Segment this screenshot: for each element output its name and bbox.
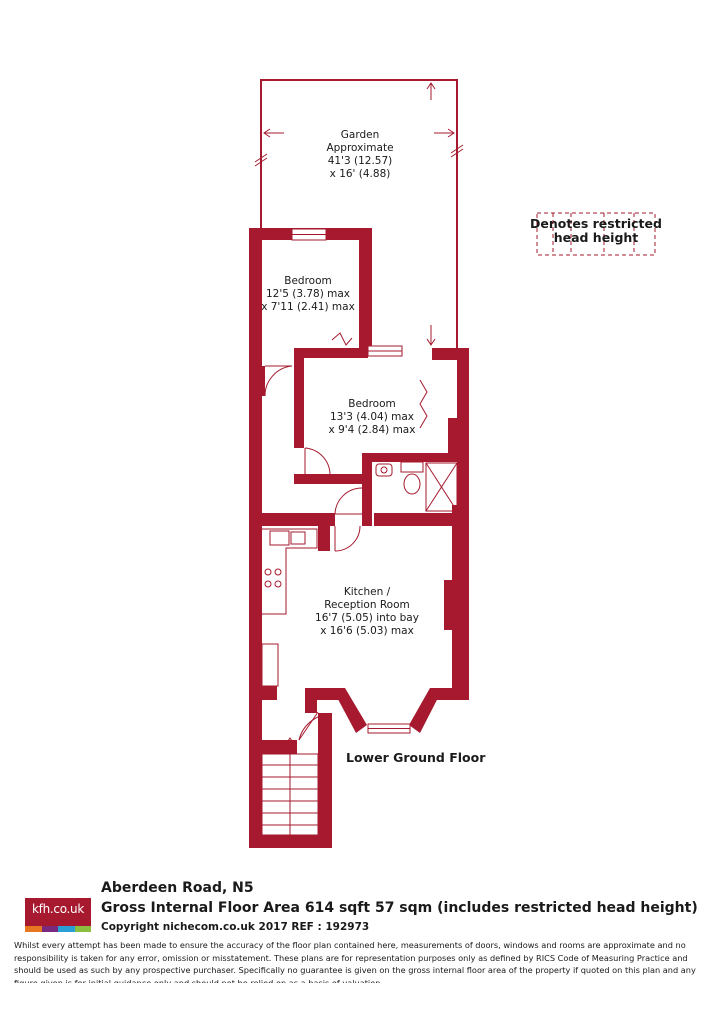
restricted-height-legend-label: Denotes restricted head height [530,216,662,245]
property-address: Aberdeen Road, N5 [101,880,254,896]
logo-strip-purple [41,926,58,932]
floor-area-summary: Gross Internal Floor Area 614 sqft 57 sq… [101,900,698,916]
bedroom-1-dim-2: x 7'11 (2.41) max [261,301,355,313]
restricted-height-legend-box [536,212,656,256]
logo-color-strip [25,926,91,932]
kfh-logo[interactable]: kfh.co.uk [25,898,91,932]
garden-label-line2: Approximate [326,142,393,154]
kitchen-dim-2: x 16'6 (5.03) max [320,625,414,637]
staircase [261,737,319,836]
disclaimer-text: Whilst every attempt has been made to en… [14,940,696,983]
bedroom-2-label: Bedroom 13'3 (4.04) max x 9'4 (2.84) max [329,398,416,436]
garden-label: Garden Approximate 41'3 (12.57) x 16' (4… [326,129,393,180]
bedroom-2-dim-2: x 9'4 (2.84) max [329,424,416,436]
garden-dimension-arrows [254,82,464,346]
bathroom-fixtures [375,461,458,512]
logo-text: kfh.co.uk [32,902,84,916]
door-swings [264,332,428,741]
garden-area [260,79,458,348]
windows [291,228,411,734]
logo-strip-blue [58,926,75,932]
copyright-notice: Copyright nichecom.co.uk 2017 REF : 1929… [101,921,370,933]
legend-line1: Denotes restricted [530,216,662,231]
floor-level-label: Lower Ground Floor [346,750,486,765]
kitchen-name-2: Reception Room [324,599,410,611]
garden-label-line4: x 16' (4.88) [330,168,391,180]
bedroom-2-name: Bedroom [348,398,396,410]
bedroom-2-dim-1: 13'3 (4.04) max [330,411,414,423]
garden-label-line1: Garden [341,129,379,141]
kitchen-label: Kitchen / Reception Room 16'7 (5.05) int… [315,586,419,637]
kitchen-fixtures [261,528,318,687]
logo-strip-orange [25,926,42,932]
bedroom-1-name: Bedroom [284,275,332,287]
logo-strip-green [74,926,91,932]
bedroom-1-dim-1: 12'5 (3.78) max [266,288,350,300]
kitchen-name-1: Kitchen / [344,586,391,598]
garden-label-line3: 41'3 (12.57) [328,155,393,167]
kitchen-dim-1: 16'7 (5.05) into bay [315,612,419,624]
bedroom-1-label: Bedroom 12'5 (3.78) max x 7'11 (2.41) ma… [261,275,355,313]
walls [249,228,469,848]
legend-line2: head height [554,230,639,245]
